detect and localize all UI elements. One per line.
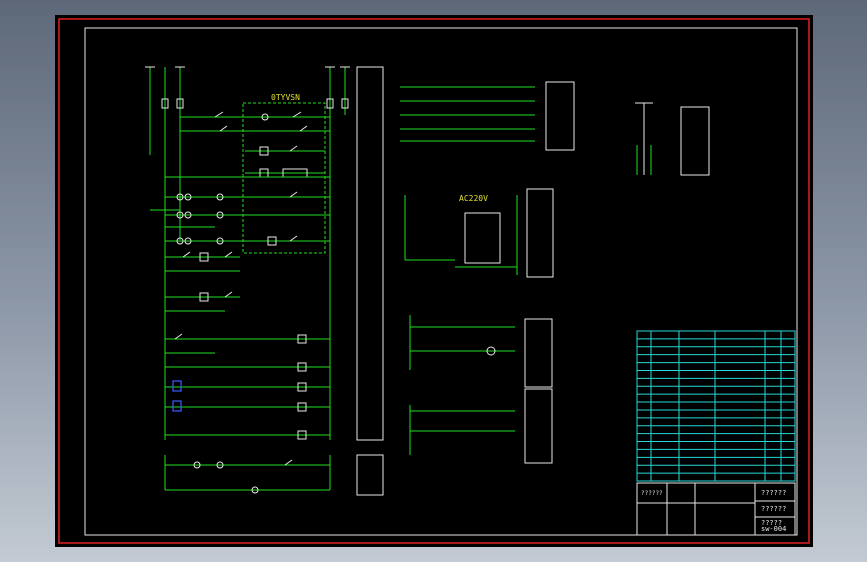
parts-list-table [636,330,796,482]
voltage-label-ac: AC220V [459,194,488,203]
transformer-box [464,212,501,264]
title-block-line1: ?????? [761,489,786,497]
breaker-legend-box [680,106,710,176]
lower-legend-box-1 [524,318,553,388]
title-block-line4: ?????? [641,490,663,497]
title-block-line3: ????? [761,519,782,527]
fuse-right-2 [341,98,349,109]
voltage-label-top: 0TYVSN [271,93,300,102]
switch-array [400,81,575,151]
switch-legend-box [545,81,575,151]
drawing-outer-frame [58,18,810,544]
fuse-right [326,98,334,109]
fuse-left [161,98,169,109]
title-block: ?????? ?????? ????? ?????? sw-004 [636,482,796,536]
title-block-line2: ?????? [761,505,786,513]
terminal-strip [356,66,384,441]
main-control-circuit: 0TYVSN [145,66,384,496]
lower-right-circuits [409,315,553,464]
schematic-drawing: 0TYVSN [58,18,810,544]
breaker-symbol [635,102,710,176]
relay-enclosure-dashed [242,102,326,254]
cad-viewport[interactable]: 0TYVSN [55,15,813,547]
ac220v-circuit: AC220V [404,188,554,278]
fuse-left-2 [176,98,184,109]
drawing-inner-border [84,27,798,536]
terminal-strip-small [356,454,384,496]
lower-legend-box-2 [524,388,553,464]
drawing-number: sw-004 [761,525,786,533]
ac-legend-box [526,188,554,278]
